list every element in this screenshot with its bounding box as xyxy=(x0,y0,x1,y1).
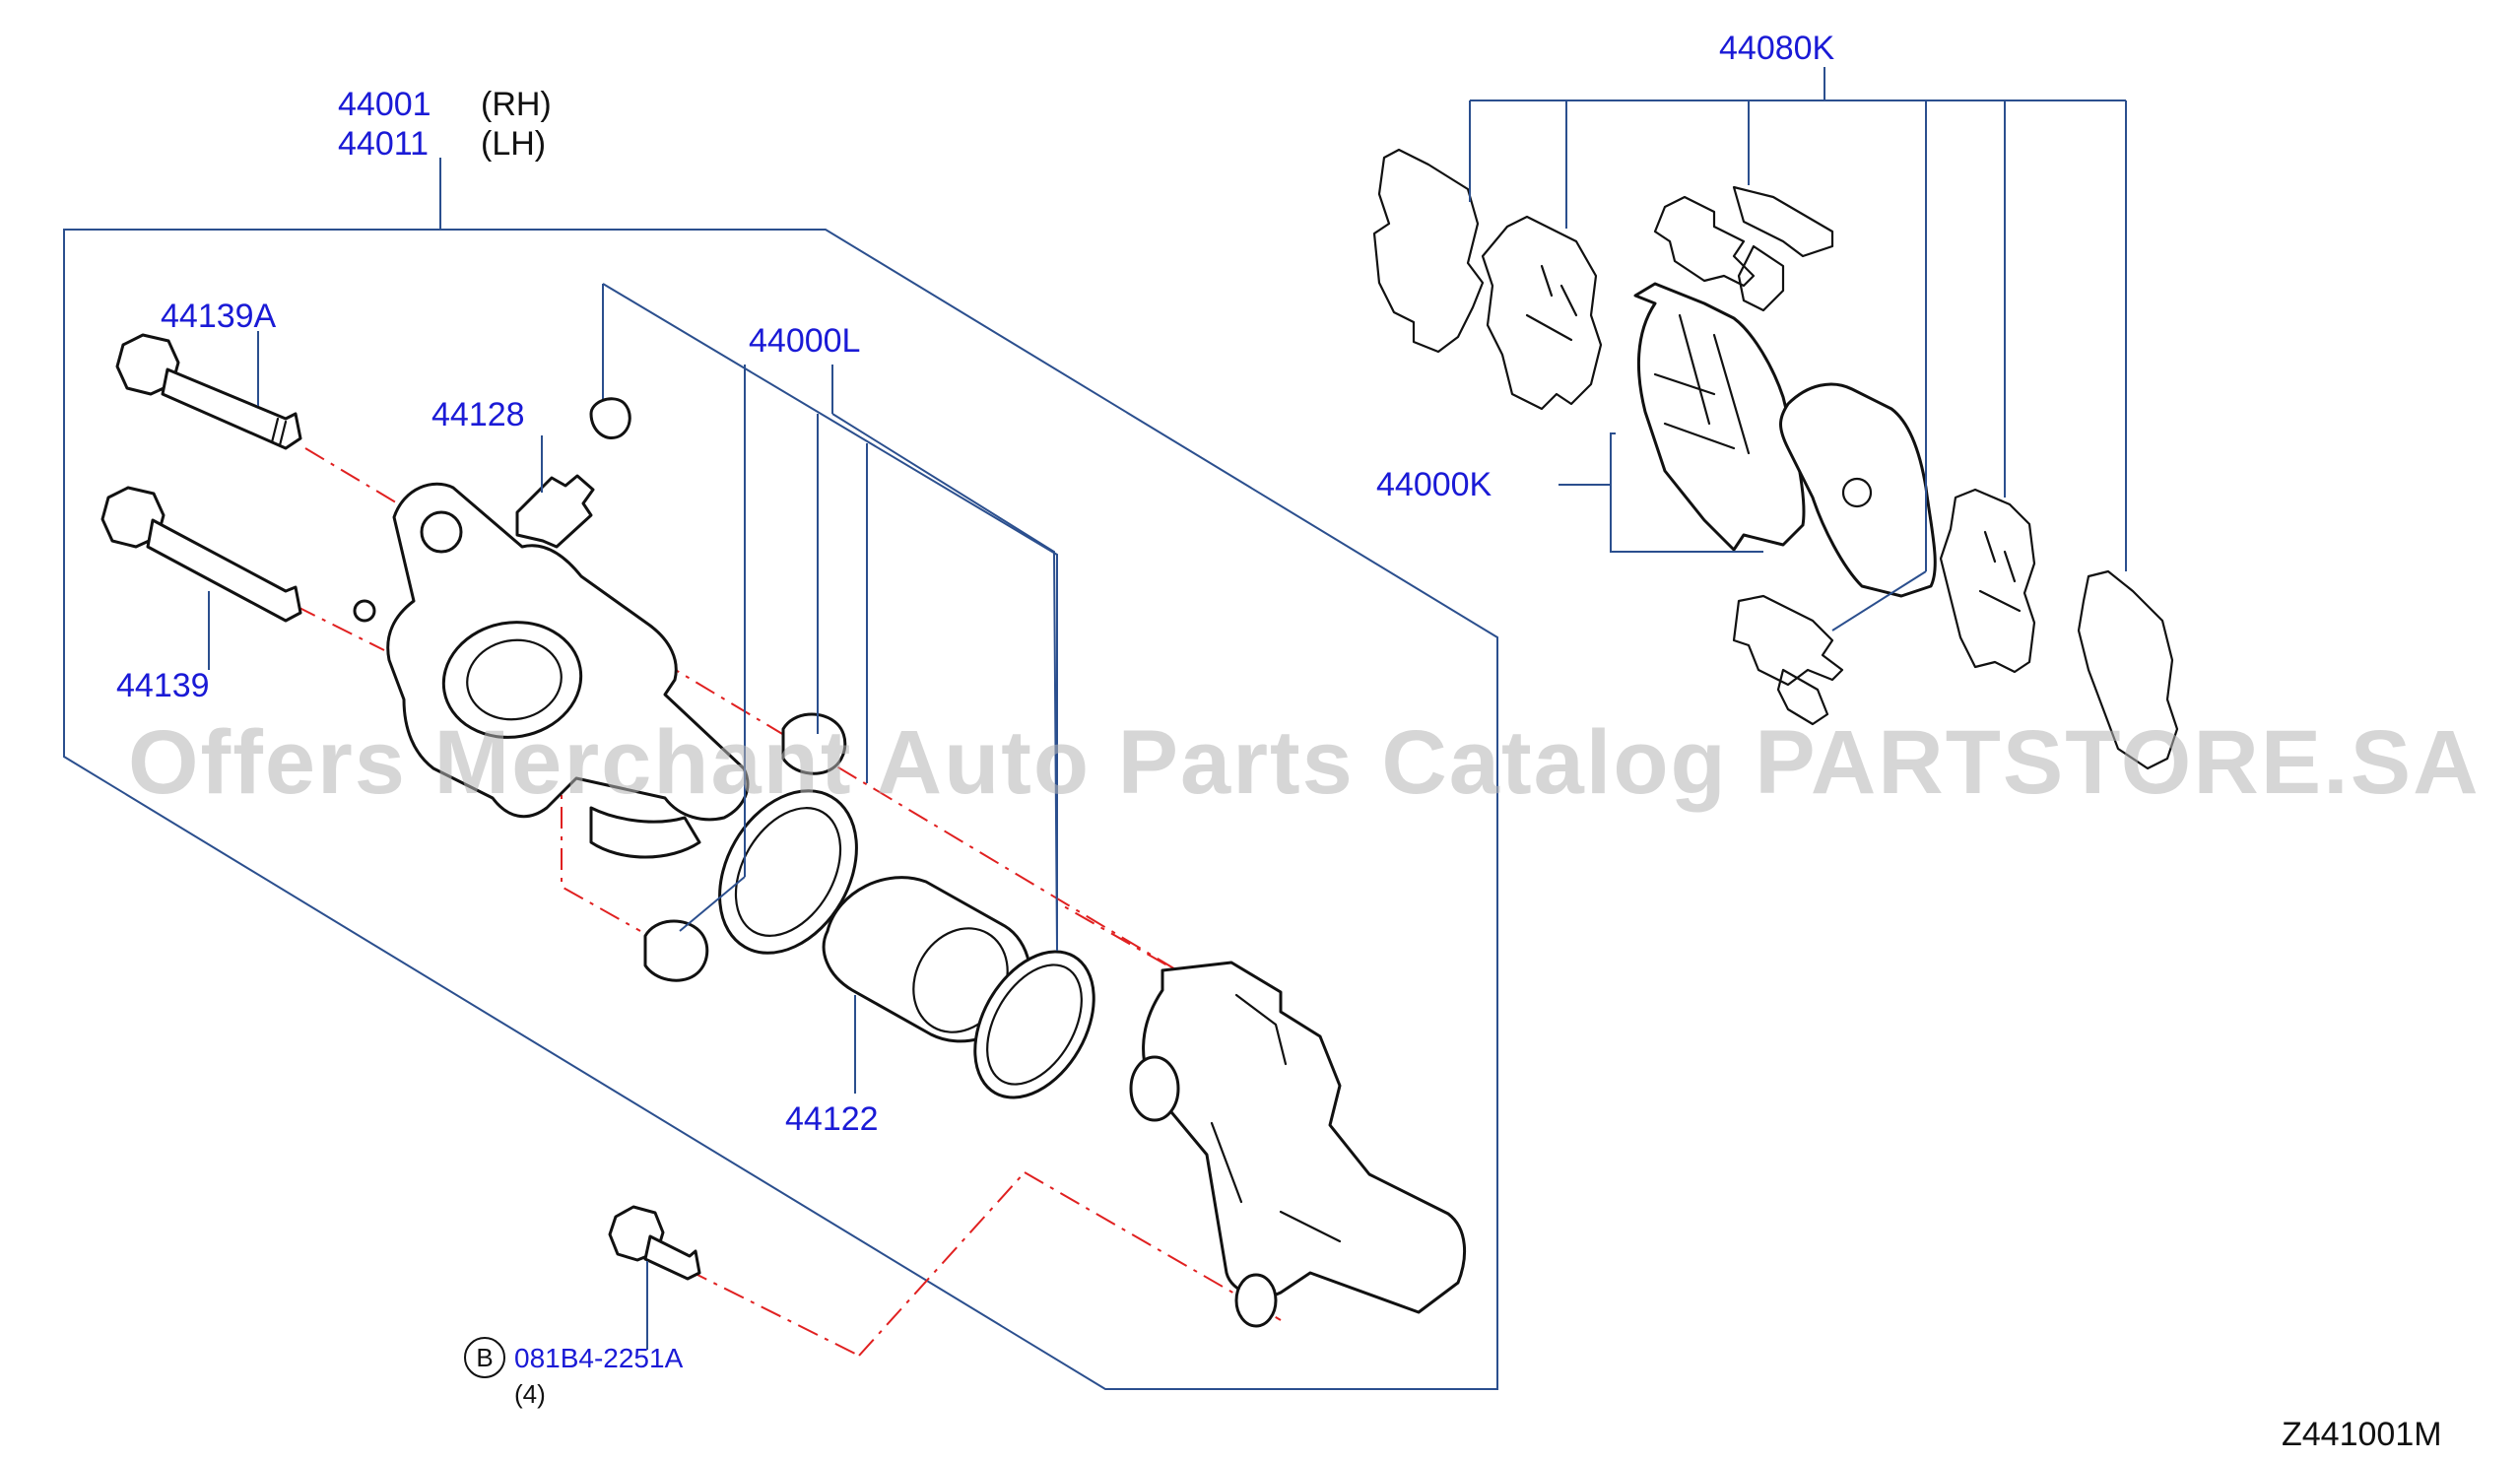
mount-bolt xyxy=(608,1205,701,1281)
bleeder-screw xyxy=(515,397,631,549)
callout-44000l[interactable]: 44000L xyxy=(749,322,860,360)
pad-inner xyxy=(1633,282,1806,552)
clip-lower xyxy=(1732,594,1844,726)
caliper-body xyxy=(353,482,750,859)
callout-mount-bolt[interactable]: B 081B4-2251A (4) xyxy=(464,1337,684,1409)
bleeder-boot-small xyxy=(643,712,847,982)
pin-bolt-44139a xyxy=(115,333,302,450)
shim-4 xyxy=(2077,569,2179,770)
bolt-badge-circle xyxy=(464,1337,505,1378)
callout-44001[interactable]: 44001 xyxy=(338,86,431,123)
bolt-quantity: (4) xyxy=(514,1379,546,1409)
clip-upper xyxy=(1653,185,1834,312)
piston-seal xyxy=(973,950,1095,1099)
caliper-assembly-bracket xyxy=(63,158,1498,1390)
watermark: Offers Merchant Auto Parts Catalog PARTS… xyxy=(128,712,2481,813)
drawing-number: Z441001M xyxy=(2282,1416,2442,1453)
callout-44139a[interactable]: 44139A xyxy=(161,298,277,335)
callout-44080k[interactable]: 44080K xyxy=(1719,30,1835,67)
callout-44011-side: (LH) xyxy=(481,125,546,163)
pin-bolt-44139 xyxy=(100,486,302,623)
callout-44128[interactable]: 44128 xyxy=(431,396,525,433)
pad-kit-bracket xyxy=(1558,432,1763,553)
shim-3 xyxy=(1939,488,2036,674)
caliper-mounting-bracket xyxy=(1129,961,1467,1328)
shim-2 xyxy=(1481,215,1603,411)
callout-44011[interactable]: 44011 xyxy=(338,125,429,163)
leader-44000l xyxy=(679,365,1058,952)
callout-44000k[interactable]: 44000K xyxy=(1376,466,1492,503)
bolt-part-number[interactable]: 081B4-2251A xyxy=(514,1343,684,1373)
shim-1 xyxy=(1372,148,1485,354)
piston-boot xyxy=(718,789,858,955)
pad-outer xyxy=(1779,382,1937,598)
callout-44139[interactable]: 44139 xyxy=(116,667,210,704)
leader-44080k xyxy=(1469,67,2127,631)
callout-44122[interactable]: 44122 xyxy=(785,1100,879,1138)
bolt-badge-letter: B xyxy=(476,1343,493,1372)
callout-44001-side: (RH) xyxy=(481,86,552,123)
